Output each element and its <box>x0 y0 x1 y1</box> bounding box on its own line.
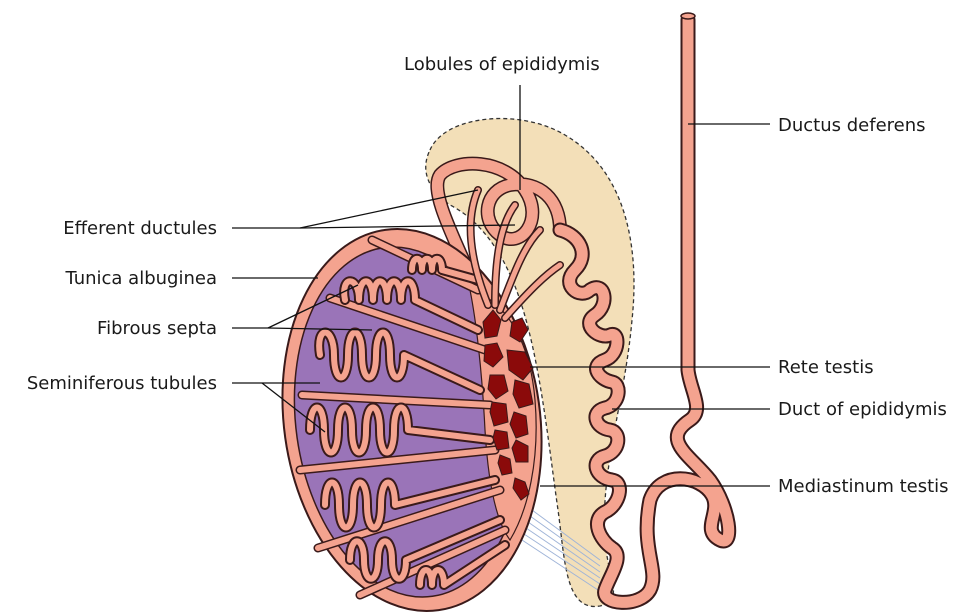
label-rete-testis: Rete testis <box>778 357 874 378</box>
label-fibrous-septa: Fibrous septa <box>97 318 217 339</box>
label-lobules-of-epididymis: Lobules of epididymis <box>404 54 600 75</box>
label-ductus-deferens: Ductus deferens <box>778 115 926 136</box>
ductus-deferens-opening <box>681 13 695 19</box>
label-efferent-ductules: Efferent ductules <box>63 218 217 239</box>
label-mediastinum-testis: Mediastinum testis <box>778 476 949 497</box>
label-duct-of-epididymis: Duct of epididymis <box>778 399 947 420</box>
label-seminiferous-tubules: Seminiferous tubules <box>27 373 217 394</box>
label-tunica-albuginea: Tunica albuginea <box>64 268 217 289</box>
